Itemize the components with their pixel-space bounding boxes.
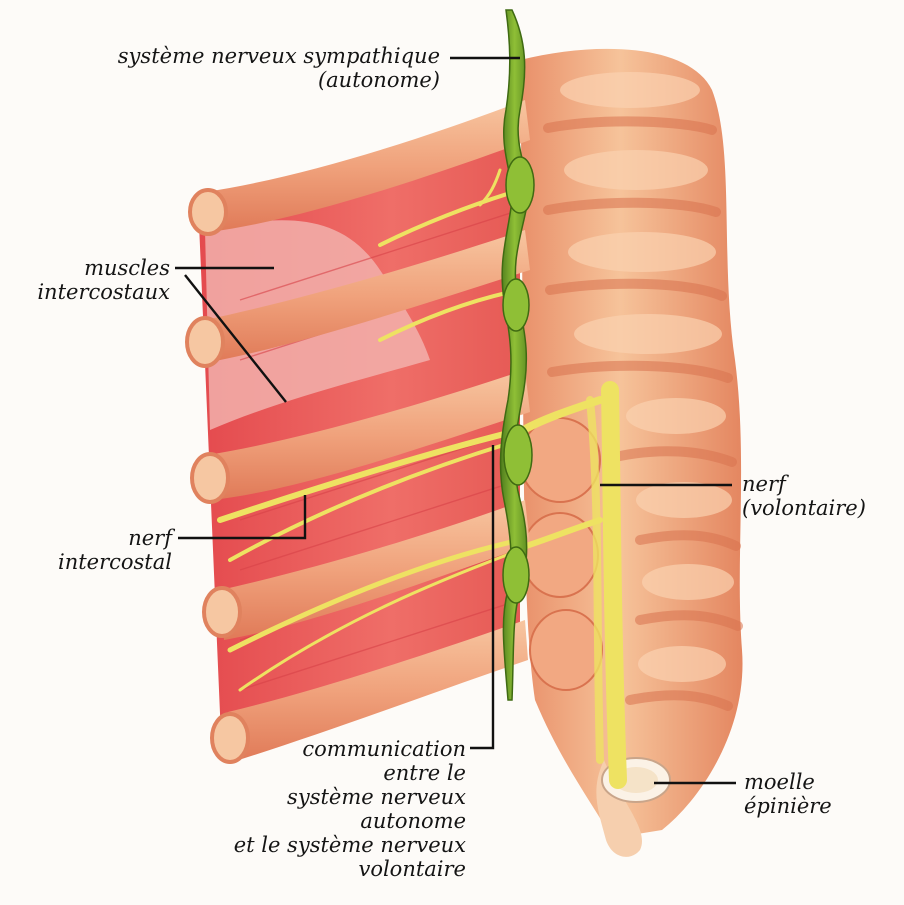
label-line: intercostaux: [20, 280, 170, 304]
label-line: (volontaire): [742, 496, 902, 520]
label-line: communication: [170, 737, 466, 761]
label-sympathetic-system: système nerveux sympathique (autonome): [60, 44, 440, 92]
label-line: nerf: [20, 526, 172, 550]
label-intercostal-nerve: nerf intercostal: [20, 526, 172, 574]
label-communication: communication entre le système nerveux a…: [170, 737, 466, 881]
vertebral-column: [520, 49, 743, 857]
label-line: système nerveux: [170, 785, 466, 809]
label-line: système nerveux sympathique: [60, 44, 440, 68]
label-line: muscles: [20, 256, 170, 280]
label-spinal-cord: moelle épinière: [744, 770, 894, 818]
label-intercostal-muscles: muscles intercostaux: [20, 256, 170, 304]
label-line: nerf: [742, 472, 902, 496]
label-line: et le système nerveux: [170, 833, 466, 857]
rib-cage: [187, 100, 530, 762]
label-line: épinière: [744, 794, 894, 818]
label-voluntary-nerve: nerf (volontaire): [742, 472, 902, 520]
label-line: (autonome): [60, 68, 440, 92]
label-line: entre le: [170, 761, 466, 785]
label-line: moelle: [744, 770, 894, 794]
label-line: intercostal: [20, 550, 172, 574]
label-line: volontaire: [170, 857, 466, 881]
label-line: autonome: [170, 809, 466, 833]
